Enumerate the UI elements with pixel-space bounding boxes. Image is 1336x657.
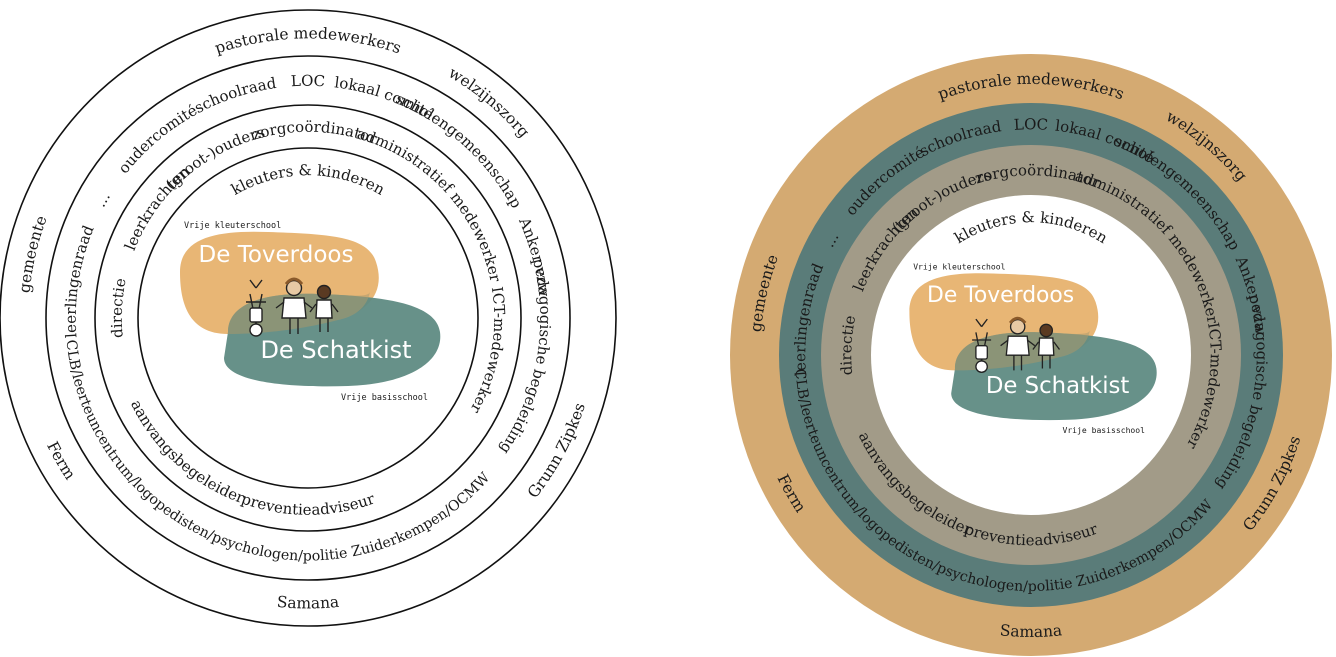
inner-ring-label-preventieadviseur: preventieadviseur xyxy=(239,489,377,518)
middle-ring-label-item: ... xyxy=(91,188,114,210)
inner-ring-label-ict-medewerker: ICT-medewerker xyxy=(466,285,508,417)
school-logo: Vrije kleuterschool De Toverdoos De Schatk… xyxy=(180,221,441,403)
outer-ring-label-samana: Samana xyxy=(276,593,340,613)
outer-ring xyxy=(0,9,617,627)
middle-ring-label-loc: LOC xyxy=(290,72,325,91)
schatkist-name: De Schatkist xyxy=(986,373,1130,399)
children-illustration-icon xyxy=(972,316,1061,373)
outer-ring-label-samana: Samana xyxy=(999,621,1063,641)
outer-ring-label-pastorale-medewerkers: pastorale medewerkers xyxy=(213,24,404,57)
outer-ring-label-ferm: Ferm xyxy=(43,439,79,483)
inner-ring xyxy=(94,104,522,532)
middle-ring-label-leerlingenraad: leerlingenraad xyxy=(62,222,98,338)
school-logo: Vrije kleuterschool De Toverdoos De Schatk… xyxy=(909,263,1157,435)
middle-ring-label-loc: LOC xyxy=(1013,115,1048,134)
toverdoos-name: De Toverdoos xyxy=(199,242,354,268)
inner-ring-label-directie: directie xyxy=(837,314,859,376)
kleuterschool-tagline: Vrije kleuterschool xyxy=(913,263,1005,272)
basisschool-tagline: Vrije basisschool xyxy=(341,393,428,403)
schatkist-name: De Schatkist xyxy=(260,336,411,364)
outer-ring-label-gemeente: gemeente xyxy=(16,213,51,294)
center-label-kleuters-kinderen: kleuters & kinderen xyxy=(228,161,388,199)
middle-ring-label-schoolraad: schoolraad xyxy=(191,74,277,117)
children-illustration-icon xyxy=(246,277,339,337)
toverdoos-name: De Toverdoos xyxy=(927,283,1074,308)
inner-ring-label-directie: directie xyxy=(108,276,130,338)
center-circle xyxy=(137,147,479,489)
middle-ring xyxy=(45,55,571,581)
basisschool-tagline: Vrije basisschool xyxy=(1062,426,1145,435)
kleuterschool-tagline: Vrije kleuterschool xyxy=(184,221,281,231)
